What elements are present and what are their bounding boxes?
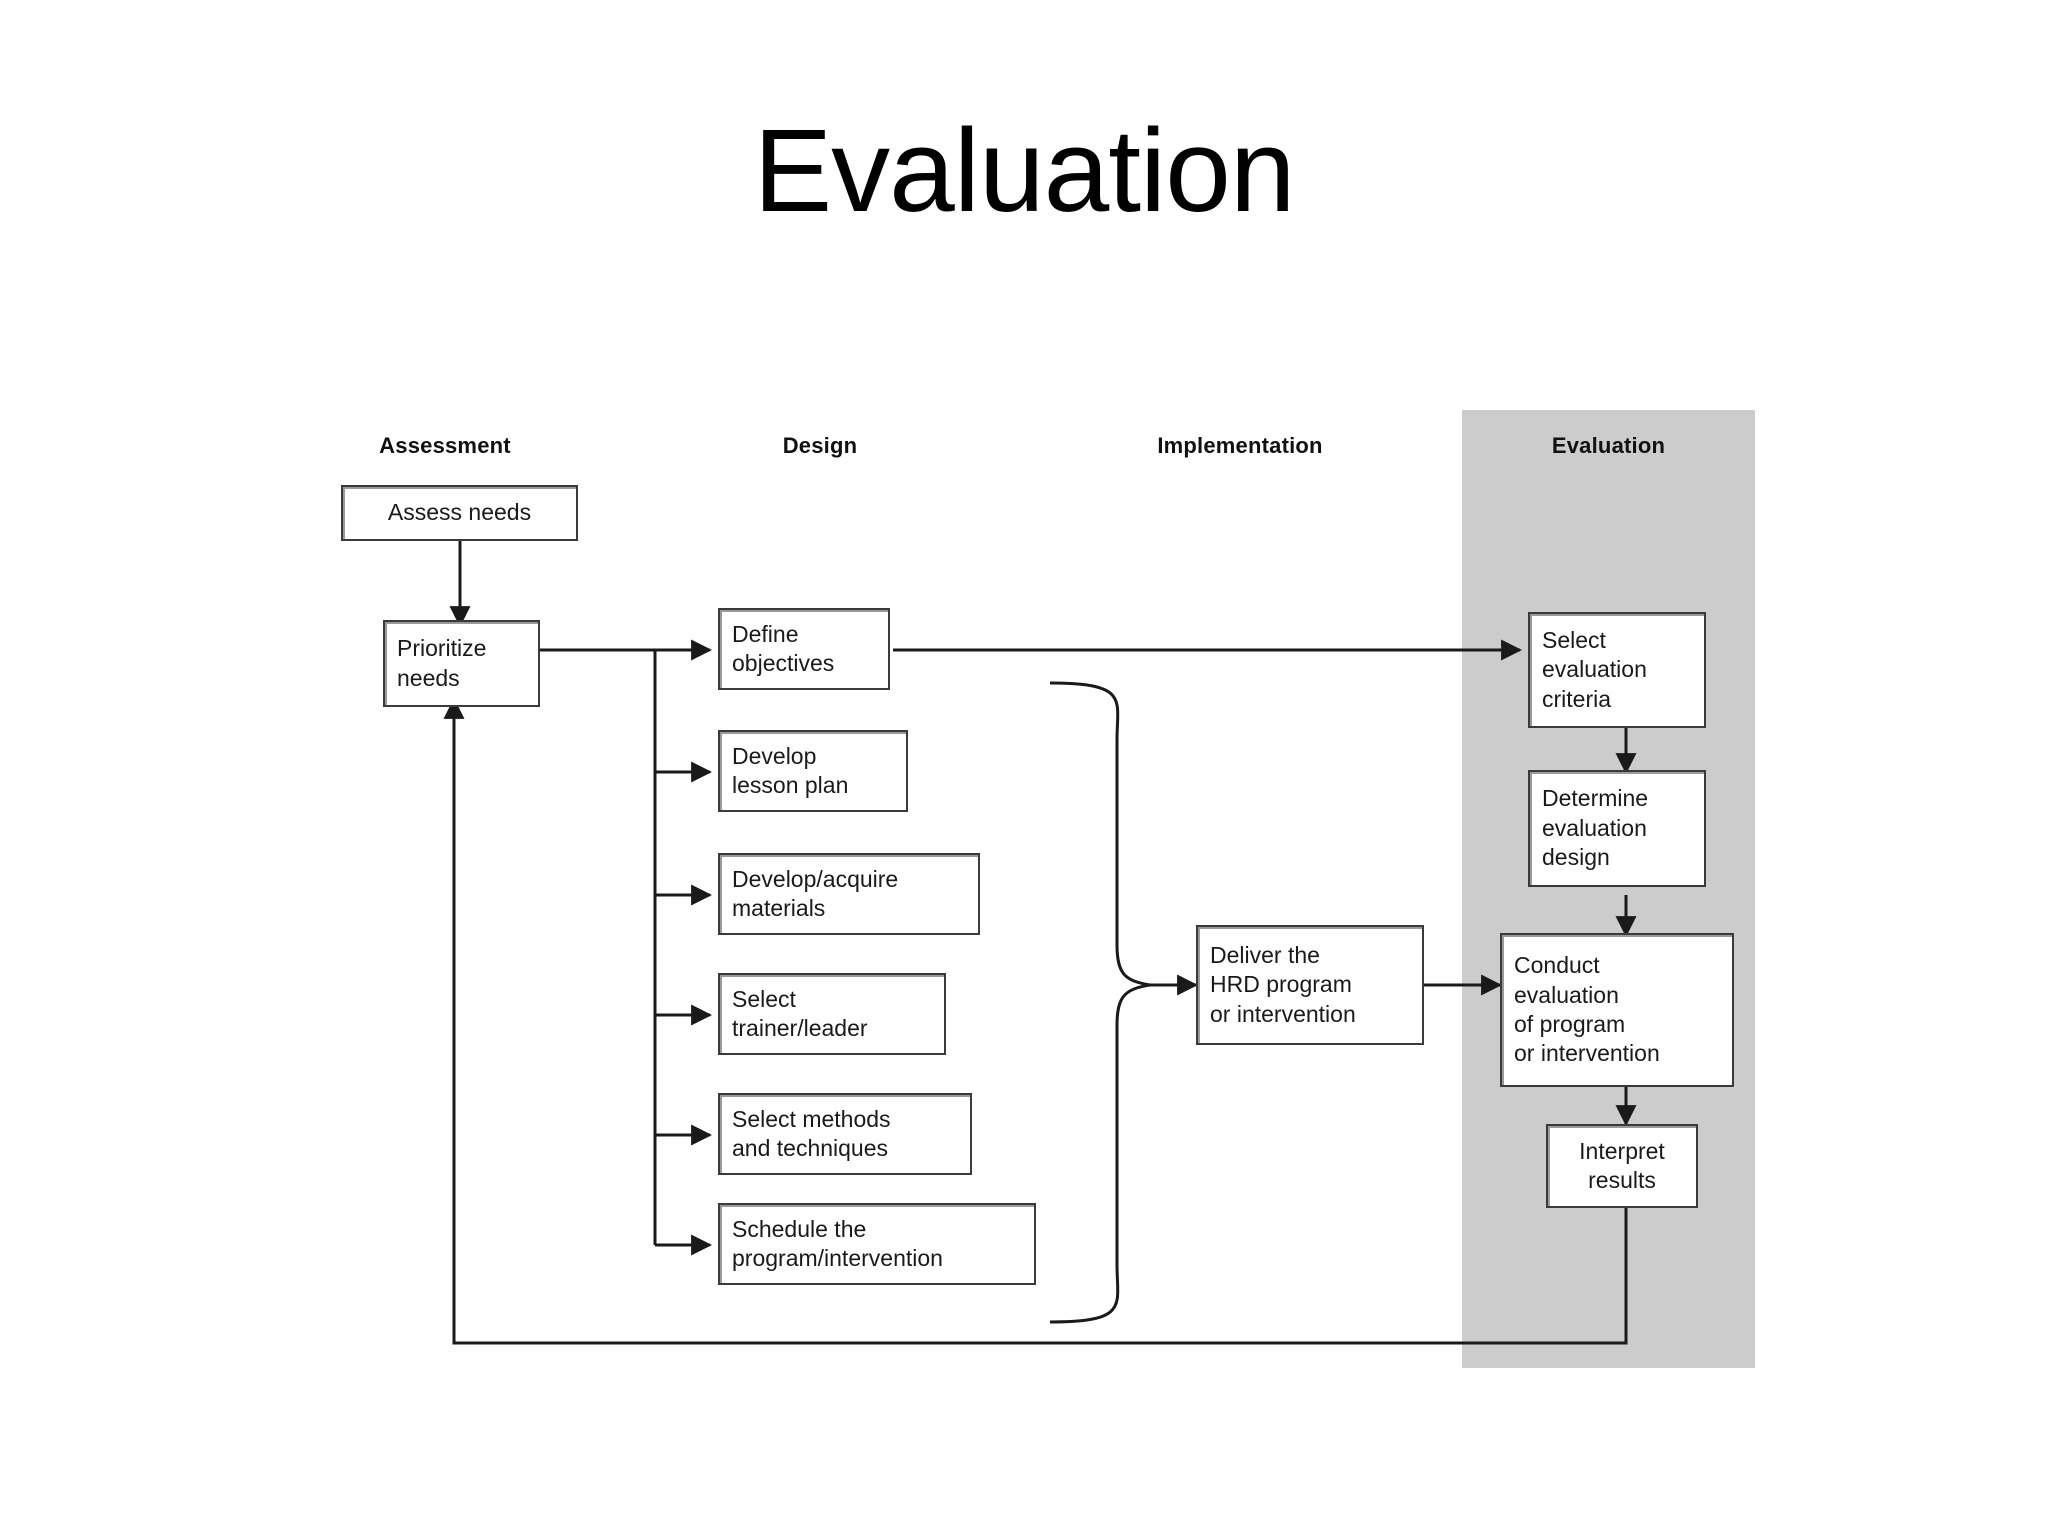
node-develop-lesson-plan[interactable]: Develop lesson plan (718, 730, 908, 812)
node-deliver-hrd-program-label: Deliver the HRD program or intervention (1210, 941, 1356, 1027)
node-schedule-program-label: Schedule the program/intervention (732, 1215, 943, 1271)
node-select-evaluation-criteria-label: Select evaluation criteria (1542, 626, 1647, 712)
node-develop-acquire-materials-label: Develop/acquire materials (732, 865, 899, 921)
node-develop-acquire-materials[interactable]: Develop/acquire materials (718, 853, 980, 935)
node-prioritize-needs-label: Prioritize needs (397, 635, 487, 691)
column-header-assessment: Assessment (379, 433, 511, 458)
node-select-methods-techniques-label: Select methods and techniques (732, 1105, 891, 1161)
node-assess-needs-label: Assess needs (387, 499, 532, 526)
node-interpret-results[interactable]: Interpret results (1546, 1124, 1698, 1208)
node-interpret-results-label: Interpret results (1579, 1137, 1665, 1193)
node-select-trainer-leader-label: Select trainer/leader (732, 985, 868, 1041)
node-define-objectives-label: Define objectives (732, 620, 835, 676)
column-header-implementation: Implementation (1157, 433, 1323, 458)
evaluation-column-highlight (1462, 410, 1755, 1368)
node-define-objectives[interactable]: Define objectives (718, 608, 890, 690)
node-select-methods-techniques[interactable]: Select methods and techniques (718, 1093, 972, 1175)
node-select-evaluation-criteria[interactable]: Select evaluation criteria (1528, 612, 1706, 728)
node-determine-evaluation-design[interactable]: Determine evaluation design (1528, 770, 1706, 887)
node-deliver-hrd-program[interactable]: Deliver the HRD program or intervention (1196, 925, 1424, 1045)
page-title: Evaluation (753, 105, 1295, 237)
node-schedule-program[interactable]: Schedule the program/intervention (718, 1203, 1036, 1285)
node-prioritize-needs[interactable]: Prioritize needs (383, 620, 540, 707)
column-header-evaluation: Evaluation (1551, 433, 1666, 458)
node-develop-lesson-plan-label: Develop lesson plan (732, 742, 849, 798)
node-determine-evaluation-design-label: Determine evaluation design (1542, 785, 1649, 871)
column-header-design: Design (782, 433, 858, 458)
node-assess-needs[interactable]: Assess needs (341, 485, 578, 541)
node-conduct-evaluation[interactable]: Conduct evaluation of program or interve… (1500, 933, 1734, 1087)
node-select-trainer-leader[interactable]: Select trainer/leader (718, 973, 946, 1055)
node-conduct-evaluation-label: Conduct evaluation of program or interve… (1514, 952, 1660, 1067)
